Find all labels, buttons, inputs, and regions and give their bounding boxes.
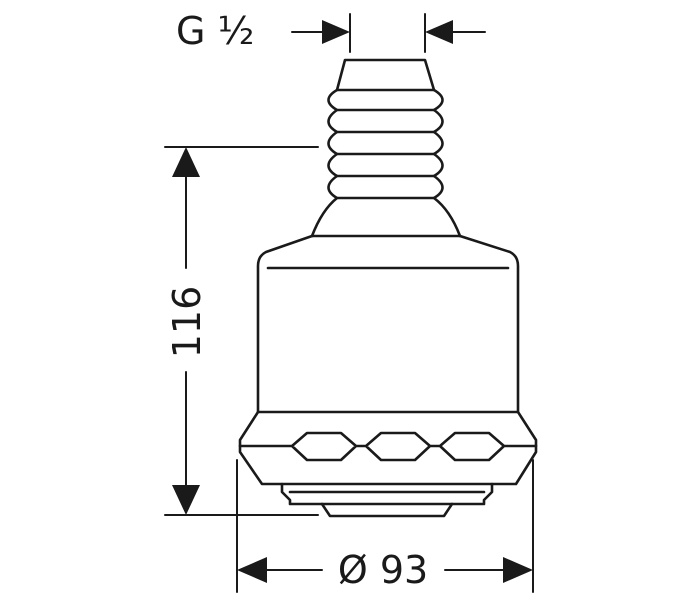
thread-profile-right bbox=[432, 88, 462, 238]
thread-label: G ½ bbox=[176, 9, 254, 53]
spray-ring-pattern bbox=[238, 431, 538, 462]
spray-ring-outline bbox=[238, 410, 538, 486]
connector-nut bbox=[335, 58, 436, 92]
nozzle-plate-outer bbox=[280, 482, 494, 506]
diameter-dimension: Ø 93 bbox=[236, 459, 534, 593]
threaded-connector bbox=[310, 58, 462, 238]
thread-arrow-left bbox=[322, 20, 350, 44]
height-arrow-top bbox=[172, 147, 200, 177]
head-body bbox=[256, 234, 520, 414]
head-shoulder bbox=[256, 234, 520, 414]
height-label: 116 bbox=[165, 286, 209, 359]
nozzle-plate-bottom bbox=[320, 502, 454, 518]
nozzle-plate bbox=[280, 482, 494, 518]
diameter-arrow-left bbox=[237, 557, 267, 583]
shower-head-outline bbox=[238, 58, 538, 518]
spray-ring bbox=[238, 410, 538, 486]
thread-arrow-right bbox=[425, 20, 453, 44]
thread-dimension: G ½ bbox=[176, 9, 486, 53]
diameter-arrow-right bbox=[503, 557, 533, 583]
height-dimension: 116 bbox=[164, 146, 319, 516]
diameter-label: Ø 93 bbox=[338, 548, 428, 592]
height-arrow-bottom bbox=[172, 485, 200, 515]
thread-profile-left bbox=[310, 88, 339, 238]
